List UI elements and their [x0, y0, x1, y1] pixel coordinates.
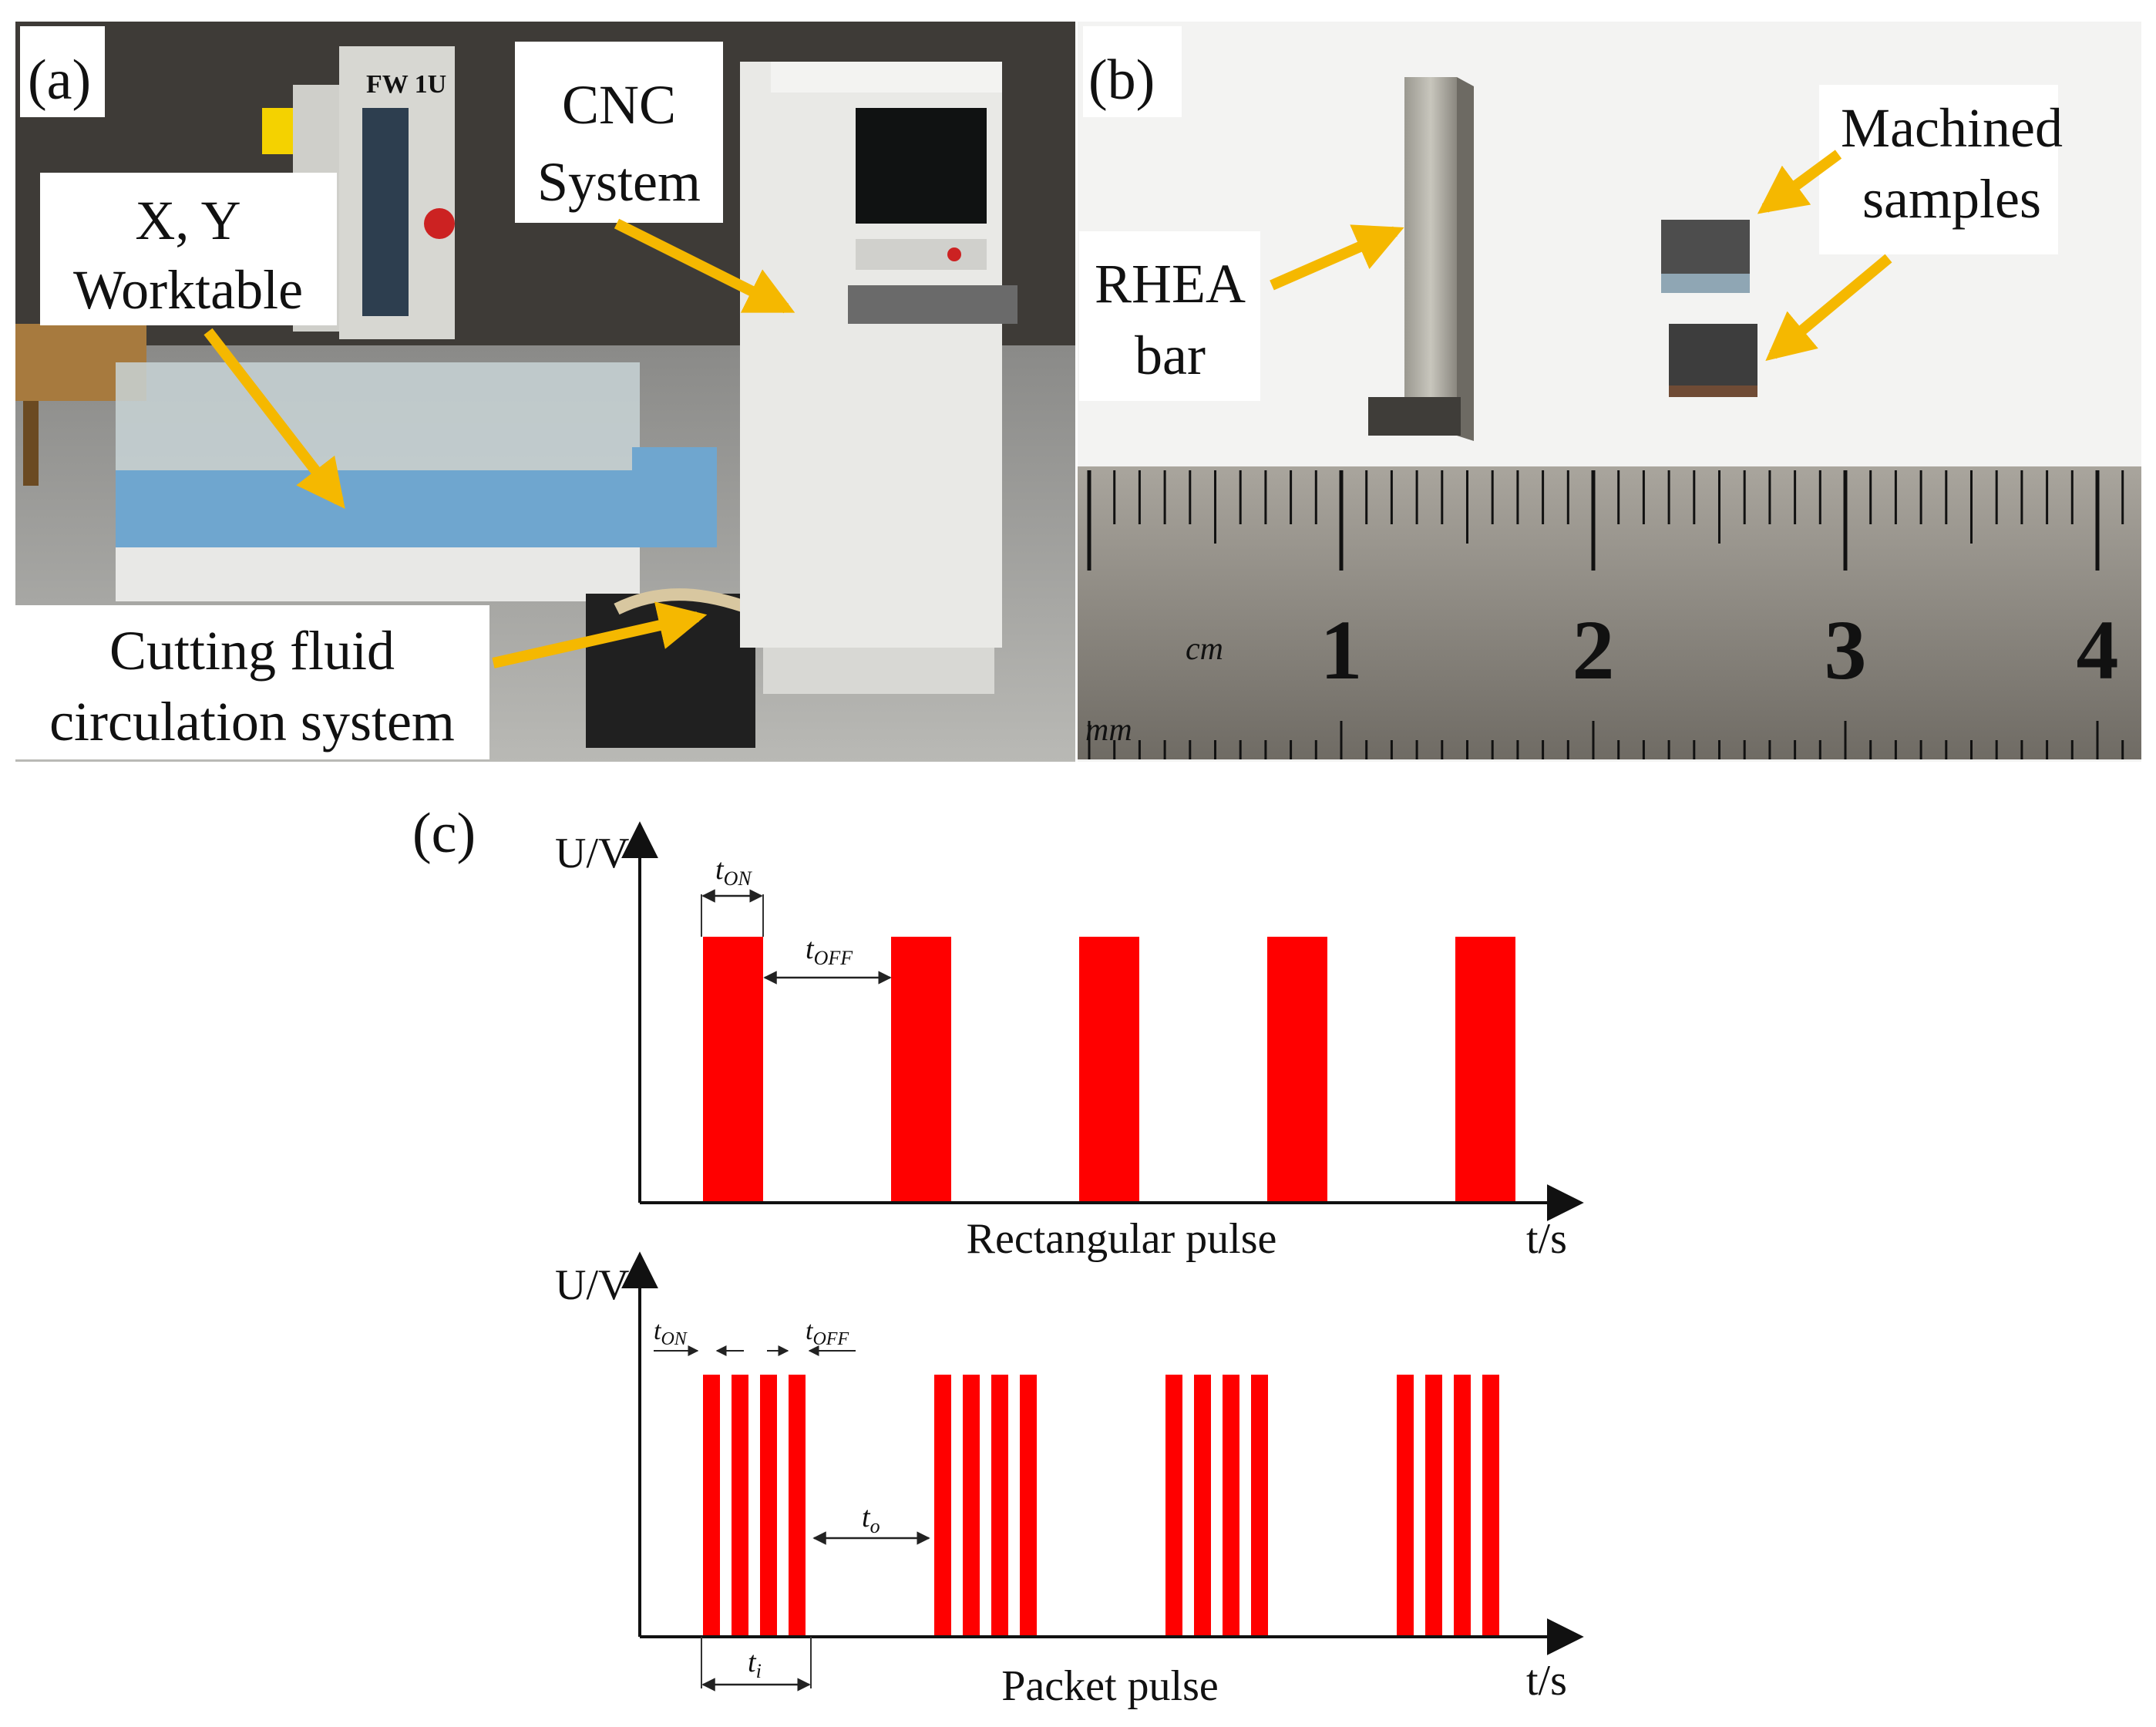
ruler-number: 2: [1572, 603, 1615, 697]
rectangular-pulse: [891, 937, 951, 1201]
panel-b-annotations: (b) RHEA bar Machined samples: [1079, 26, 2063, 401]
packet-pulse-plot: U/V t/s Packet pulse tON tOFF to ti: [555, 1251, 1584, 1710]
top-caption: Rectangular pulse: [967, 1215, 1277, 1263]
fluid-system-label: circulation system: [49, 691, 455, 752]
packet-pulse: [760, 1375, 777, 1635]
packet-pulse: [1223, 1375, 1239, 1635]
bottom-t-o-label: to: [862, 1501, 880, 1537]
bottom-t-on-label: tON: [654, 1317, 688, 1349]
panel-c-diagram: (c) U/V t/s Rectangular pulse tON tOFF U…: [412, 802, 1584, 1710]
ruler-number: 3: [1825, 603, 1867, 697]
panel-b-tag: (b): [1088, 49, 1155, 112]
rectangular-pulse: [1079, 937, 1139, 1201]
bottom-y-label: U/V: [555, 1261, 629, 1309]
bottom-caption: Packet pulse: [1001, 1662, 1218, 1710]
packet-pulse: [703, 1375, 720, 1635]
samples-arrow-2: [1765, 254, 1892, 362]
fluid-system-label: Cutting fluid: [109, 620, 395, 682]
packet-pulse: [1020, 1375, 1037, 1635]
cnc-monitor: [856, 108, 987, 224]
ruler-number: 1: [1320, 603, 1363, 697]
rectangular-pulse: [1267, 937, 1327, 1201]
packet-pulse: [1194, 1375, 1211, 1635]
packet-pulse: [991, 1375, 1008, 1635]
packet-pulses: [703, 1375, 1499, 1635]
top-t-on-label: tON: [715, 853, 752, 890]
packet-pulse: [1251, 1375, 1268, 1635]
panel-a-tag: (a): [28, 49, 91, 112]
packet-pulse: [963, 1375, 980, 1635]
ruler-mm-label: mm: [1085, 712, 1132, 748]
panel-a-annotations: (a) CNC System X, Y Worktable Cutting fl…: [15, 26, 795, 759]
packet-pulse: [1165, 1375, 1182, 1635]
rectangular-pulse-plot: U/V t/s Rectangular pulse tON tOFF: [555, 821, 1584, 1263]
machined-sample-image: [1661, 220, 1757, 397]
packet-pulse: [1482, 1375, 1499, 1635]
emergency-stop-icon: [424, 208, 455, 239]
cnc-system-label: System: [537, 151, 701, 213]
packet-pulse: [732, 1375, 748, 1635]
worktable-label: Worktable: [73, 259, 303, 321]
top-t-off-label: tOFF: [806, 933, 853, 969]
rectangular-pulses: [703, 937, 1515, 1201]
ruler-cm-label: cm: [1186, 631, 1223, 667]
rhea-bar-label: RHEA: [1095, 253, 1246, 315]
top-x-label: t/s: [1526, 1215, 1567, 1263]
cnc-system-label: CNC: [562, 74, 676, 136]
bottom-t-off-label: tOFF: [806, 1317, 849, 1349]
cnc-arrow: [614, 218, 795, 314]
worktable-label: X, Y: [135, 190, 240, 251]
rhea-bar-image: [1368, 77, 1474, 441]
ruler-number: 4: [2077, 603, 2119, 697]
rectangular-pulse: [703, 937, 763, 1201]
panel-c-tag: (c): [412, 802, 476, 865]
ruler-image: cm mm 1 2 3 4: [1078, 466, 2141, 759]
machine-badge: FW 1U: [366, 70, 446, 99]
packet-pulse: [934, 1375, 951, 1635]
top-y-label: U/V: [555, 830, 629, 877]
packet-pulse: [1397, 1375, 1414, 1635]
packet-pulse: [1425, 1375, 1442, 1635]
rhea-bar-arrow: [1270, 224, 1404, 291]
fluid-arrow: [492, 601, 708, 668]
machined-samples-label: Machined: [1841, 97, 2063, 159]
packet-pulse: [789, 1375, 806, 1635]
samples-arrow-1: [1757, 150, 1842, 214]
packet-pulse: [1454, 1375, 1471, 1635]
bottom-t-i-label: ti: [748, 1646, 762, 1682]
worktable-arrow: [203, 328, 345, 509]
bottom-x-label: t/s: [1526, 1657, 1567, 1705]
machined-samples-label: samples: [1862, 168, 2041, 230]
rhea-bar-label: bar: [1135, 325, 1206, 386]
rectangular-pulse: [1455, 937, 1515, 1201]
